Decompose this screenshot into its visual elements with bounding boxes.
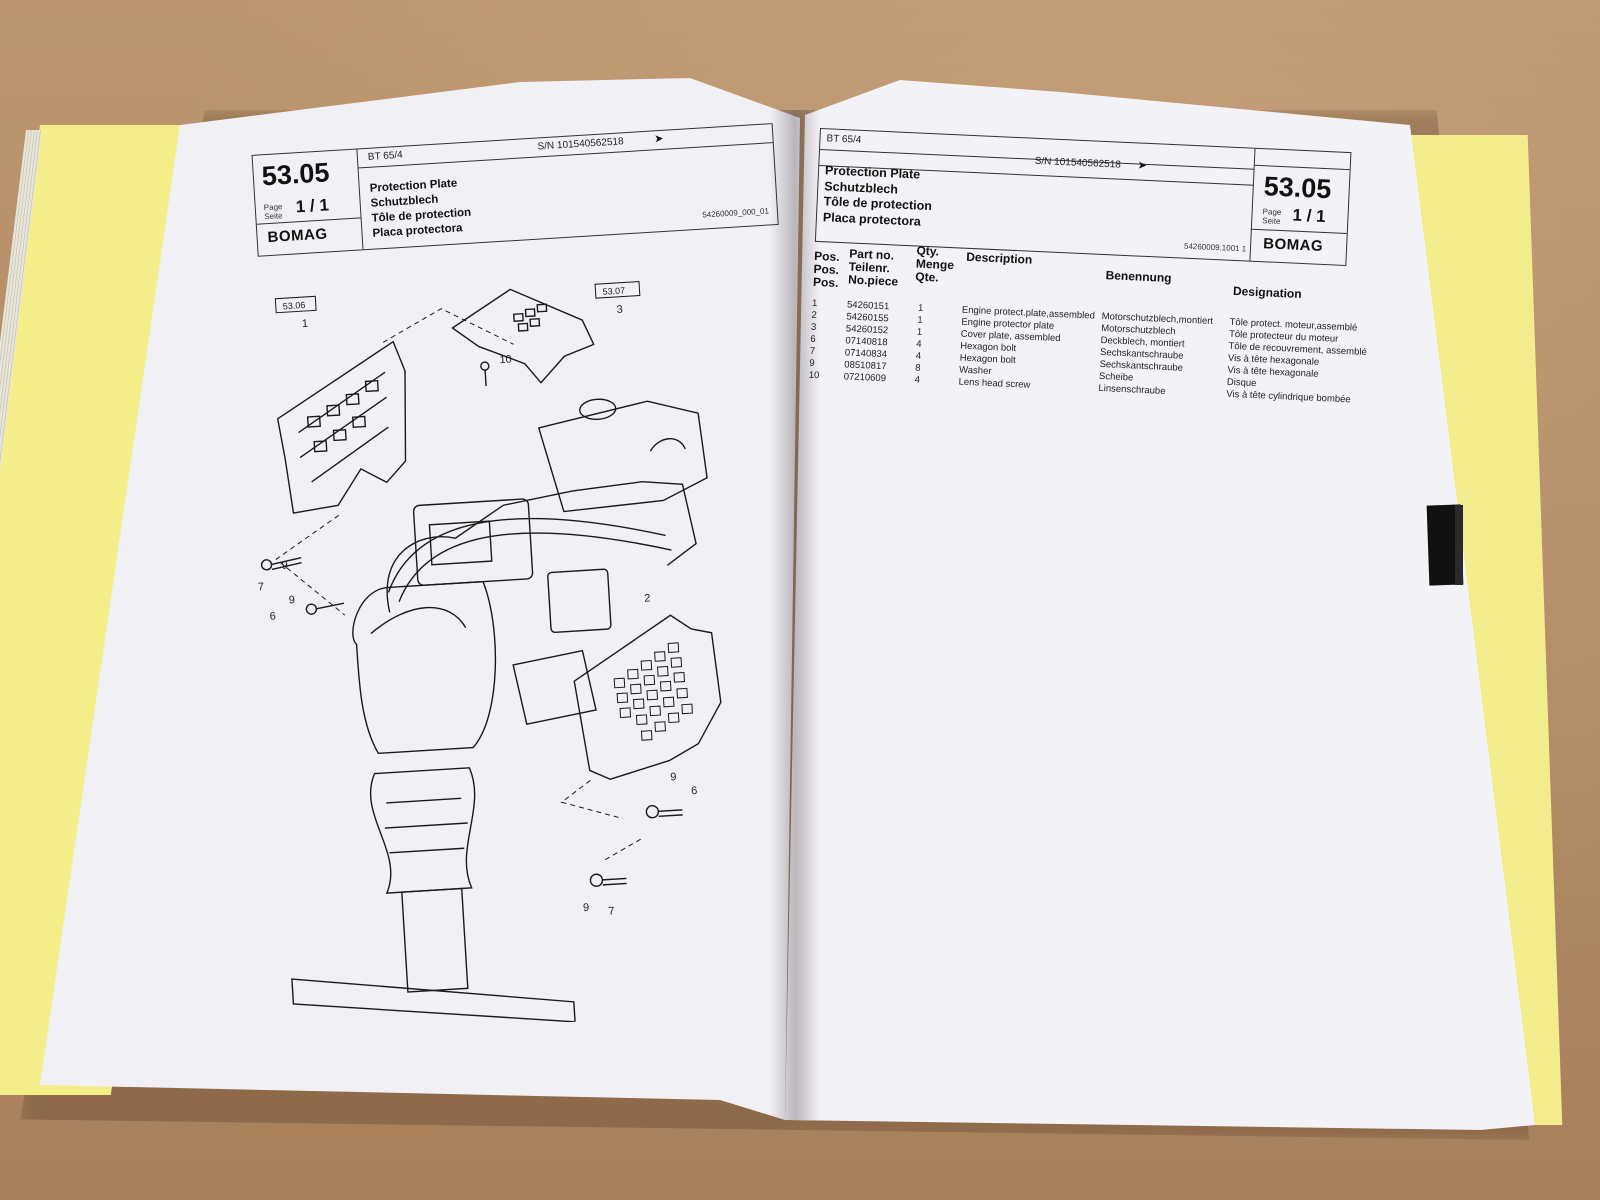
callout-6-right: 6 xyxy=(691,785,698,797)
row-qty: 1 xyxy=(917,314,923,326)
row-part-no: 08510817 xyxy=(844,359,887,373)
bomag-logo: BOMAG xyxy=(1262,235,1324,255)
table-row: 2 54260155 1 Engine protector plate Moto… xyxy=(811,310,1338,345)
table-row: 7 07140834 4 Hexagon bolt Sechskantschra… xyxy=(810,346,1319,380)
callout-9-c: 9 xyxy=(288,594,295,606)
page-value: 1 / 1 xyxy=(1292,205,1327,227)
section-number: 53.05 xyxy=(1263,171,1333,205)
row-description: Lens head screw xyxy=(958,376,1031,391)
rammer-machine-body xyxy=(291,398,708,1023)
reference-53-06: 53.06 xyxy=(283,300,306,311)
row-designation: Vis à tête cylindrique bombée xyxy=(1226,388,1351,406)
right-header-box: BT 65/4 S/N 101540562518 ➤ Protection Pl… xyxy=(814,128,1352,267)
left-page-content: 53.05 Page Seite 1 / 1 BOMAG BT 65/4 S/N… xyxy=(250,97,844,1028)
exploded-parts-drawing: 53.06 53.07 xyxy=(258,281,722,1023)
header-qty-fr: Qte. xyxy=(915,269,939,285)
black-index-tab-edge xyxy=(1455,505,1463,585)
row-qty: 8 xyxy=(914,362,921,374)
cover-plate-part-3 xyxy=(451,288,595,384)
row-pos: 3 xyxy=(810,321,817,334)
arrow-icon: ➤ xyxy=(1137,159,1148,172)
header-designation: Designation xyxy=(1232,283,1302,302)
row-qty: 4 xyxy=(915,350,922,362)
reference-box-53-06 xyxy=(274,295,317,314)
header-part-fr: No.piece xyxy=(847,272,899,289)
row-pos: 9 xyxy=(809,357,815,369)
header-part-no: Part no. Teilenr. No.piece xyxy=(847,246,900,289)
model-label: BT 65/4 xyxy=(367,149,404,163)
header-pos-fr: Pos. xyxy=(812,274,839,290)
row-part-no: 07140834 xyxy=(844,347,888,361)
page-label: Page Seite xyxy=(264,202,284,221)
row-pos: 1 xyxy=(811,297,818,310)
row-benennung: Linsenschraube xyxy=(1098,382,1166,397)
arrow-icon: ➤ xyxy=(653,132,664,146)
row-qty: 4 xyxy=(914,374,921,386)
header-description: Description xyxy=(965,249,1033,267)
book-gutter xyxy=(770,110,820,1120)
page-label: Page Seite xyxy=(1262,207,1281,226)
page-label-de: Seite xyxy=(1262,216,1281,226)
section-titles: Protection Plate Schutzblech Tôle de pro… xyxy=(823,163,934,230)
serial-number: S/N 101540562518 xyxy=(1034,155,1122,171)
model-label: BT 65/4 xyxy=(826,133,862,146)
table-row: 3 54260152 1 Cover plate, assembled Deck… xyxy=(811,322,1367,358)
row-benennung: Scheibe xyxy=(1098,370,1134,384)
right-page-content: BT 65/4 S/N 101540562518 ➤ Protection Pl… xyxy=(788,128,1379,853)
row-qty: 1 xyxy=(916,326,923,338)
row-part-no: 07140818 xyxy=(845,335,888,349)
callout-6-left: 6 xyxy=(269,610,276,622)
row-designation: Disque xyxy=(1226,376,1257,390)
document-number: 54260009.1001 1 xyxy=(1183,241,1247,254)
table-row: 10 07210609 4 Lens head screw Linsenschr… xyxy=(808,370,1351,406)
section-titles: Protection Plate Schutzblech Tôle de pro… xyxy=(369,176,472,242)
serial-number: S/N 101540562518 xyxy=(537,136,624,153)
header-qty: Qty. Menge Qte. xyxy=(915,244,955,286)
row-part-no: 54260152 xyxy=(845,323,889,337)
header-pos: Pos. Pos. Pos. xyxy=(812,249,840,290)
callout-9-b: 9 xyxy=(583,902,590,914)
assembly-guide-lines xyxy=(275,308,645,861)
table-row: 6 07140818 4 Hexagon bolt Sechskantschra… xyxy=(810,334,1319,368)
row-qty: 1 xyxy=(917,302,924,314)
protection-plate-part-2 xyxy=(573,614,722,780)
row-pos: 6 xyxy=(810,333,816,346)
row-pos: 2 xyxy=(811,309,818,322)
reference-box-53-07 xyxy=(594,281,641,299)
section-divider xyxy=(1251,228,1347,235)
callout-1: 1 xyxy=(302,318,309,330)
table-row: 9 08510817 8 Washer Scheibe Disque xyxy=(809,358,1257,389)
header-benennung: Benennung xyxy=(1105,268,1172,286)
callout-9-a: 9 xyxy=(670,771,677,783)
callout-7-right: 7 xyxy=(608,905,615,917)
protection-plate-part-1 xyxy=(276,340,407,514)
row-part-no: 54260155 xyxy=(846,311,889,325)
row-description: Washer xyxy=(958,364,992,378)
callout-2: 2 xyxy=(644,592,651,604)
callout-7-left: 7 xyxy=(258,581,265,593)
bolts-and-washers xyxy=(260,361,683,887)
row-part-no: 07210609 xyxy=(843,371,887,385)
row-part-no: 54260151 xyxy=(846,299,890,313)
bomag-logo: BOMAG xyxy=(267,225,329,247)
row-pos: 7 xyxy=(809,345,816,358)
page-label-de: Seite xyxy=(264,211,283,222)
section-number: 53.05 xyxy=(260,157,331,192)
right-section-box: 53.05 Page Seite 1 / 1 BOMAG xyxy=(1249,148,1351,265)
document-number: 54260009_000_01 xyxy=(702,206,770,220)
row-qty: 4 xyxy=(916,338,922,350)
callout-9-d: 9 xyxy=(281,560,288,572)
callout-3: 3 xyxy=(616,304,623,316)
section-top-rule xyxy=(1254,164,1350,171)
callout-10: 10 xyxy=(499,353,512,366)
page-value: 1 / 1 xyxy=(295,195,330,217)
reference-53-07: 53.07 xyxy=(602,285,625,296)
row-pos: 10 xyxy=(808,369,820,382)
left-section-box: 53.05 Page Seite 1 / 1 BOMAG xyxy=(252,149,364,256)
table-row: 1 54260151 1 Engine protect.plate,assemb… xyxy=(812,298,1358,334)
